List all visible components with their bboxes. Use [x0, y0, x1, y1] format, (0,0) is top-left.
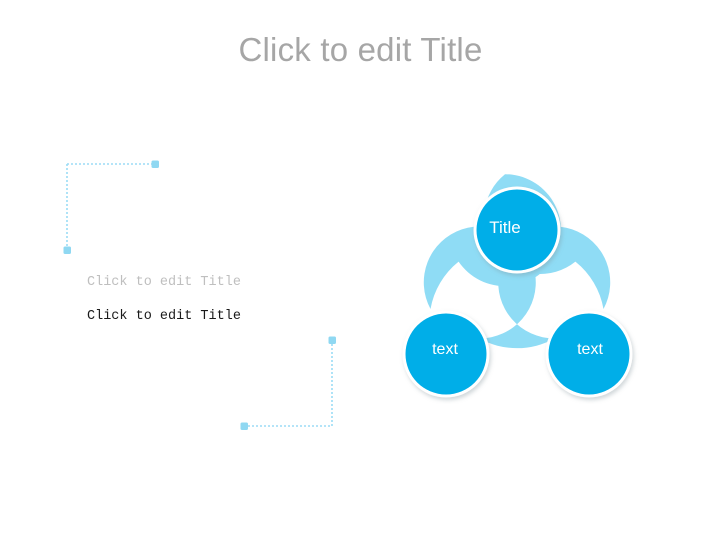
spinner-node-bottom-left	[402, 310, 490, 398]
slide-title-placeholder[interactable]: Click to edit Title	[238, 31, 483, 68]
spinner-node-bottom-right	[545, 310, 633, 398]
spinner-node-top	[473, 186, 561, 274]
body-line-strong: Click to edit Title	[87, 309, 241, 324]
dotted-bracket-bottom-right	[236, 332, 342, 436]
dotted-bracket-top-left	[59, 156, 165, 260]
body-text-placeholder[interactable]: Click to edit Title Click to edit Title	[87, 272, 317, 328]
three-node-spinner-diagram[interactable]: Title text text	[390, 168, 644, 404]
body-line-muted: Click to edit Title	[87, 275, 241, 290]
